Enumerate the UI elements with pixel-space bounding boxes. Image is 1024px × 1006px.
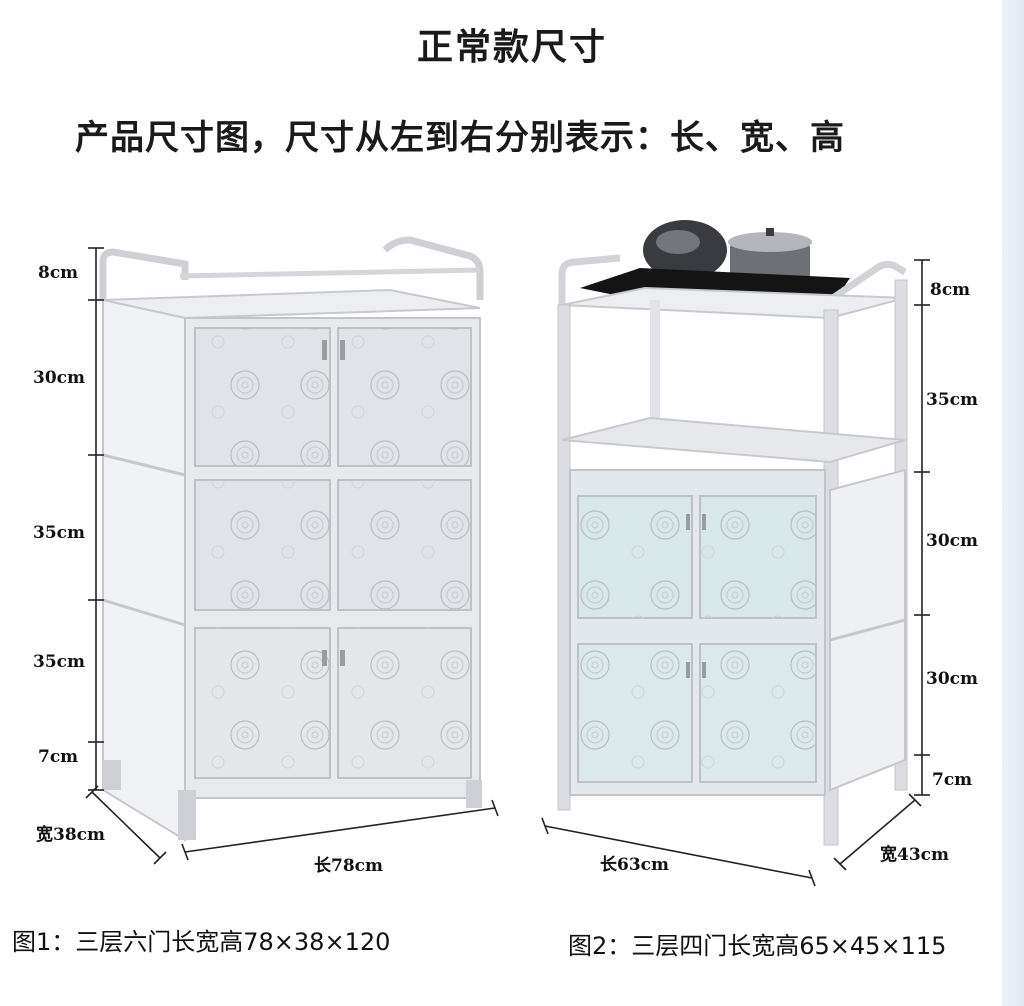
right-height-tier3-label: 30cm [926,669,978,689]
left-width-label: 宽38cm [36,825,105,845]
left-height-tier2-label: 35cm [33,523,85,543]
right-edge-strip [1002,0,1024,1006]
right-caption: 图2：三层四门长宽高65×45×115 [568,932,947,960]
right-height-top-label: 8cm [930,280,971,300]
right-length-label: 长63cm [600,855,669,875]
right-height-tier1-label: 35cm [926,390,978,410]
left-height-legs-label: 7cm [38,747,79,767]
left-height-tier3-label: 35cm [33,652,85,672]
left-height-tier1-label: 30cm [33,368,85,388]
right-cabinet [557,220,908,846]
left-height-top-label: 8cm [38,263,79,283]
right-width-label: 宽43cm [880,845,949,865]
left-cabinet [99,236,484,842]
left-caption: 图1：三层六门长宽高78×38×120 [12,928,391,956]
right-height-tier2-label: 30cm [926,531,978,551]
page-title: 正常款尺寸 [416,27,607,68]
left-length-label: 长78cm [314,856,383,876]
left-dimension-lines [85,247,499,865]
page-subtitle: 产品尺寸图，尺寸从左到右分别表示：长、宽、高 [75,118,845,158]
right-dimension-lines [541,259,930,887]
right-height-legs-label: 7cm [932,770,973,790]
